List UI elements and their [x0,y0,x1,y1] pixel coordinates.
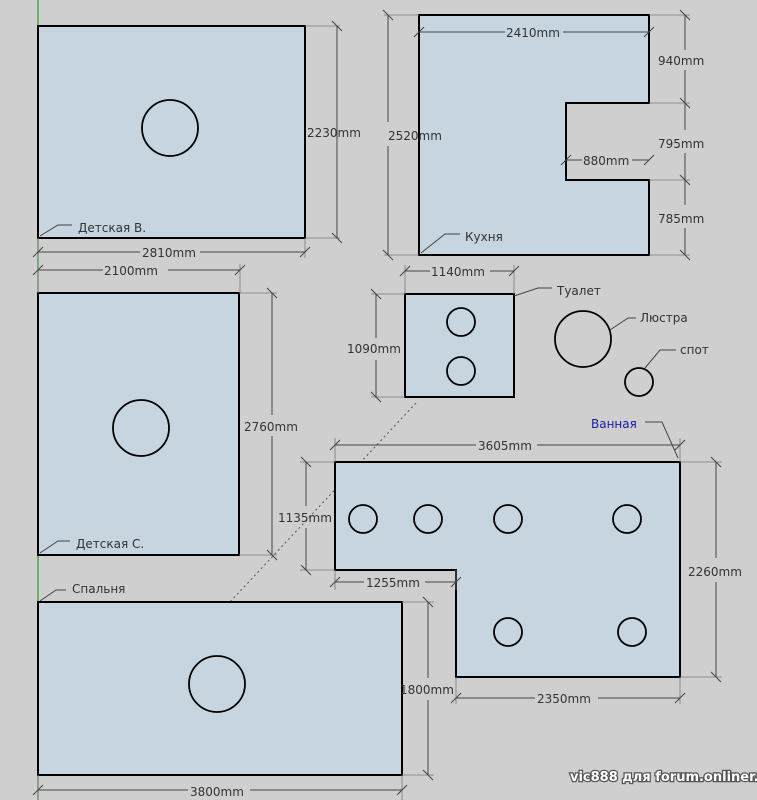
chandelier-symbol [554,310,612,368]
notch-dimension: 880mm [583,154,629,168]
left-height-dimension: 1135mm [278,511,332,525]
height-dimension: 2260mm [688,565,742,579]
spot-light [348,504,378,534]
ceiling-light [141,99,199,157]
dotted-axis [229,402,417,603]
room-label: Кухня [465,230,503,244]
spot-light [413,504,443,534]
room-outline[interactable] [37,25,306,239]
room-bedroom[interactable]: 1800mm 3800mm Спальня [32,582,454,800]
width-dimension: 2100mm [104,264,158,278]
spot-light [446,307,476,337]
fixture-legend: Люстра спот [554,310,709,397]
width-dimension: 2810mm [142,246,196,260]
room-label: Детская В. [78,221,146,235]
ceiling-light [188,655,246,713]
room-label: Ванная [591,417,637,431]
spot-symbol [624,367,654,397]
dimension-line [32,246,311,258]
height-dimension: 1090mm [347,342,401,356]
room-outline[interactable] [37,601,403,776]
room-outline[interactable] [37,292,240,556]
room-toilet[interactable]: 1140mm 1090mm Туалет [347,265,601,403]
room-detskaya-v[interactable]: 2230mm 2810mm Детская В. [32,20,361,260]
height-dimension: 2230mm [307,126,361,140]
room-label: Детская С. [76,537,144,551]
width-dimension: 1140mm [431,265,485,279]
height-dimension: 2760mm [244,420,298,434]
width-dimension: 2410mm [506,26,560,40]
room-kitchen[interactable]: 2410mm 2520mm 940mm 795mm 785mm 880mm Ку… [382,9,704,261]
ceiling-light [112,399,170,457]
room-detskaya-s[interactable]: 2100mm 2760mm Детская С. [32,264,298,561]
room-bathroom[interactable]: 3605mm Ванная 1135mm 1255mm 2260mm 2350m… [278,417,742,706]
segment-dimension: 940mm [658,54,704,68]
spot-light [612,504,642,534]
room-outline[interactable] [404,293,515,398]
bottom-dimension: 2350mm [537,692,591,706]
segment-dimension: 795mm [658,137,704,151]
room-label: Туалет [556,284,601,298]
spot-light [446,356,476,386]
width-dimension: 3605mm [478,439,532,453]
watermark: vic888 для forum.onliner.by [570,770,757,785]
room-outline[interactable] [418,14,650,256]
room-label: Спальня [72,582,125,596]
spot-light [493,504,523,534]
dimension-line [331,20,343,244]
spot-label: спот [680,343,709,357]
width-dimension: 3800mm [190,785,244,799]
height-dimension: 1800mm [400,683,454,697]
spot-light [617,617,647,647]
segment-dimension: 785mm [658,212,704,226]
step-dimension: 1255mm [366,576,420,590]
chandelier-label: Люстра [640,311,688,325]
height-dimension: 2520mm [388,129,442,143]
spot-light [493,617,523,647]
